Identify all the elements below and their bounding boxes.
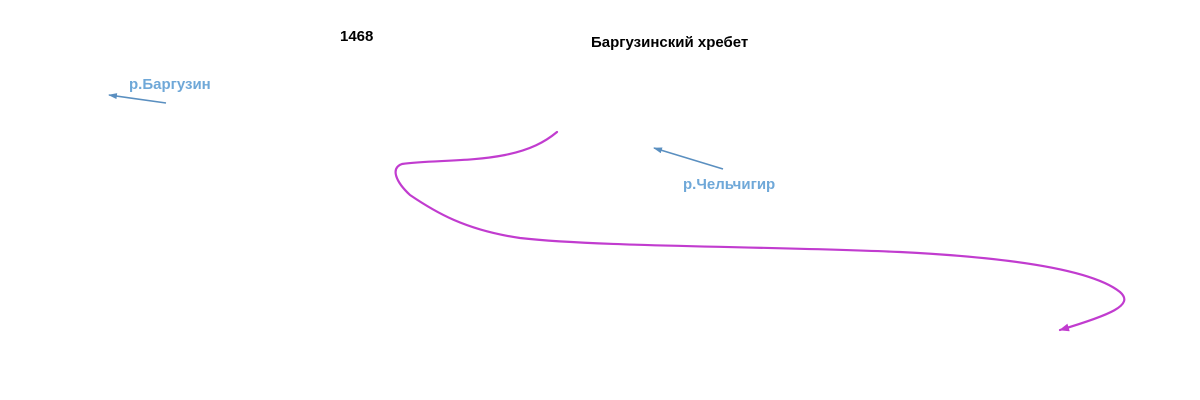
- river-barguzin-label: р.Баргузин: [129, 76, 211, 93]
- river-barguzin-arrow: [108, 93, 167, 104]
- river-chelchigir-label: р.Чельчигир: [683, 176, 775, 193]
- river-chelchigir-arrow: [653, 147, 724, 170]
- ridge-label: Баргузинский хребет: [591, 34, 748, 51]
- elevation-label: 1468: [340, 28, 373, 45]
- route-line: [394, 130, 1126, 332]
